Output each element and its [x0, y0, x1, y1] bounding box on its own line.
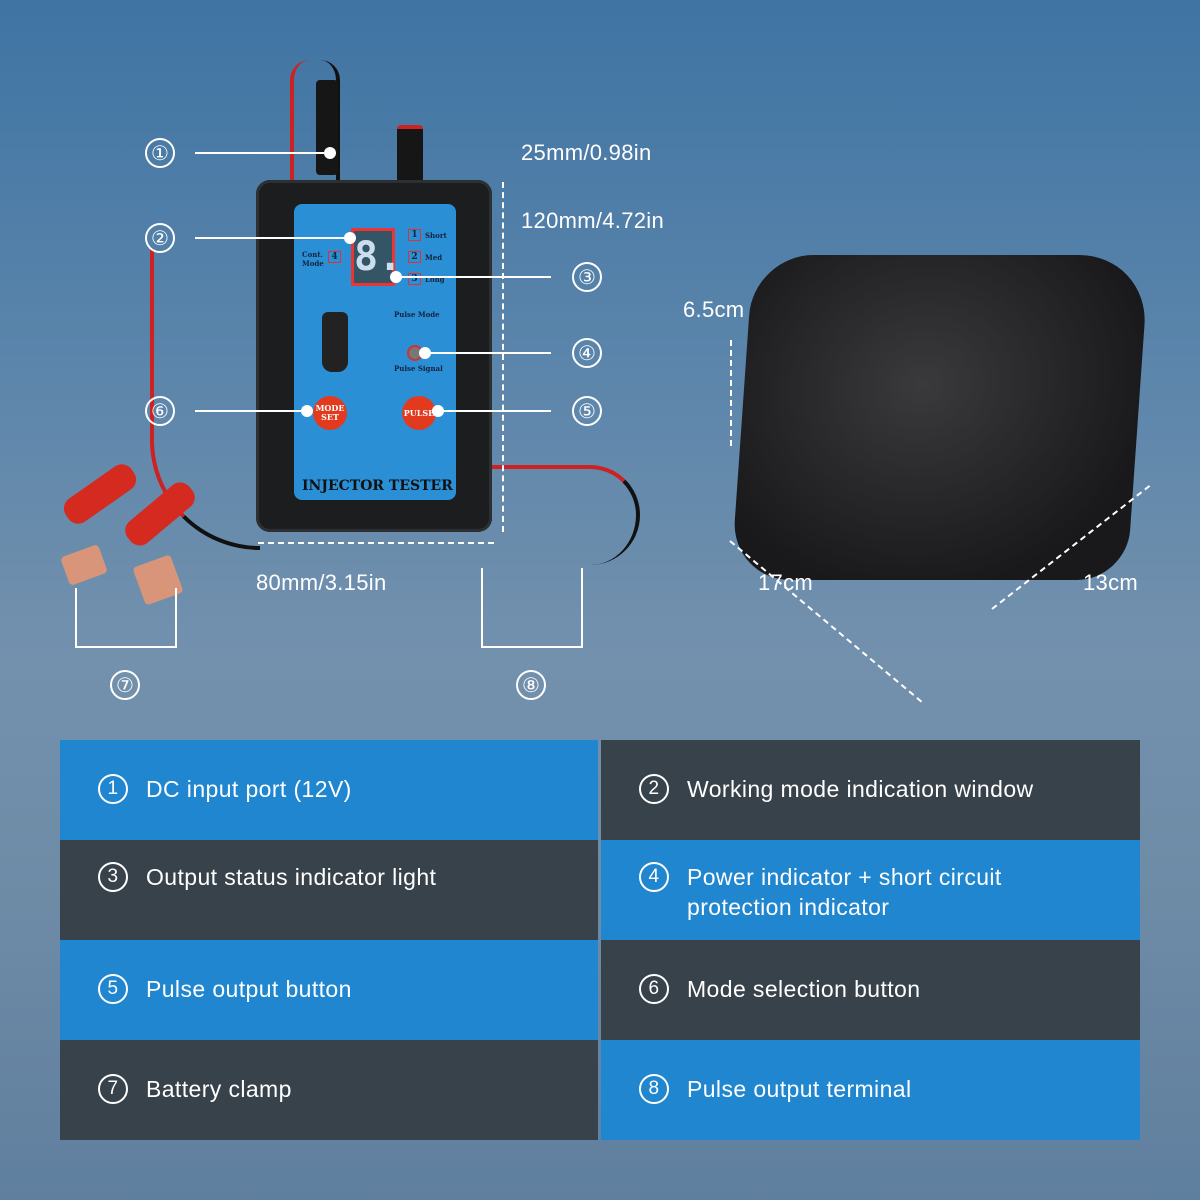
callout-8: ⑧ — [516, 670, 546, 700]
legend-number: 2 — [639, 774, 669, 804]
callout-4-dot — [419, 347, 431, 359]
pulse-signal-label: Pulse Signal — [394, 364, 443, 373]
callout-7: ⑦ — [110, 670, 140, 700]
mode-label: Mode — [302, 259, 324, 268]
legend-item-4: 4 Power indicator + short circuit protect… — [601, 840, 1140, 940]
width-dim-line — [258, 542, 494, 544]
legend-text: Mode selection button — [687, 976, 921, 1002]
callout-6-dot — [301, 405, 313, 417]
callout-5-line — [438, 410, 551, 412]
height-dimension: 120mm/4.72in — [521, 208, 665, 233]
brand-label: INJECTOR TESTER — [302, 478, 453, 494]
callout-4-line — [425, 352, 551, 354]
legend-item-6: 6 Mode selection button — [601, 940, 1140, 1040]
legend-number: 1 — [98, 774, 128, 804]
injector-icon — [322, 312, 348, 372]
clamp-jaw-left — [60, 544, 108, 586]
legend-item-3: 3 Output status indicator light — [60, 840, 598, 940]
callout-3-dot — [390, 271, 402, 283]
legend-text: Pulse output button — [146, 976, 352, 1002]
plug-dimension: 25mm/0.98in — [521, 140, 652, 165]
case-length-dimension: 17cm — [758, 570, 813, 595]
callout-6: ⑥ — [145, 396, 175, 426]
injector-tester-device: 8. Cont. Mode 4 1 Short 2 Med 3 Long Pul… — [256, 180, 492, 532]
callout-7-bracket — [75, 588, 177, 648]
case-height-line — [730, 340, 732, 446]
callout-4: ④ — [572, 338, 602, 368]
display-digit: 8. — [354, 234, 403, 280]
callout-1: ① — [145, 138, 175, 168]
legend-number: 5 — [98, 974, 128, 1004]
mode-2-number: 2 — [408, 251, 421, 263]
callout-6-line — [195, 410, 307, 412]
mode-1-label: Short — [425, 231, 447, 240]
output-cables — [490, 465, 640, 565]
callout-2-dot — [344, 232, 356, 244]
pulse-button[interactable]: PULSE — [402, 396, 436, 430]
legend-number: 4 — [639, 862, 669, 892]
legend-text: Working mode indication window — [687, 776, 1034, 802]
legend-item-5: 5 Pulse output button — [60, 940, 598, 1040]
signal-cable-plug — [397, 125, 423, 183]
width-dimension: 80mm/3.15in — [256, 570, 387, 595]
callout-5-dot — [432, 405, 444, 417]
legend-table: 1 DC input port (12V) 2 Working mode indic… — [60, 740, 1140, 1140]
legend-text: Pulse output terminal — [687, 1076, 912, 1102]
case-width-dimension: 13cm — [1083, 570, 1138, 595]
legend-item-8: 8 Pulse output terminal — [601, 1040, 1140, 1140]
callout-3: ③ — [572, 262, 602, 292]
power-cable — [290, 60, 340, 185]
mode-3-number: 3 — [408, 273, 421, 285]
callout-5: ⑤ — [572, 396, 602, 426]
legend-number: 3 — [98, 862, 128, 892]
callout-2-line — [195, 237, 350, 239]
legend-text: Output status indicator light — [146, 864, 437, 890]
legend-item-7: 7 Battery clamp — [60, 1040, 598, 1140]
legend-text: DC input port (12V) — [146, 776, 352, 802]
battery-clamp-left — [59, 459, 141, 529]
legend-text: Battery clamp — [146, 1076, 292, 1102]
callout-1-dot — [324, 147, 336, 159]
cont-label: Cont. — [302, 250, 323, 259]
callout-8-bracket — [481, 568, 583, 648]
callout-2: ② — [145, 223, 175, 253]
callout-1-line — [195, 152, 330, 154]
carrying-case — [730, 255, 1150, 580]
legend-text: Power indicator + short circuit protecti… — [687, 864, 1002, 920]
mode-2-label: Med — [425, 253, 443, 262]
legend-item-2: 2 Working mode indication window — [601, 740, 1140, 840]
height-dim-line — [502, 182, 504, 532]
cont-mode-number: 4 — [328, 251, 341, 263]
mode-display: 8. — [351, 228, 403, 286]
case-height-dimension: 6.5cm — [683, 297, 745, 322]
callout-3-line — [396, 276, 551, 278]
mode-1-number: 1 — [408, 229, 421, 241]
mode-3-label: Long — [425, 275, 445, 284]
legend-number: 6 — [639, 974, 669, 1004]
pulse-mode-label: Pulse Mode — [394, 310, 440, 319]
legend-number: 8 — [639, 1074, 669, 1104]
mode-set-button[interactable]: MODE SET — [313, 396, 347, 430]
legend-number: 7 — [98, 1074, 128, 1104]
legend-item-1: 1 DC input port (12V) — [60, 740, 598, 840]
dc-plug — [316, 80, 338, 175]
